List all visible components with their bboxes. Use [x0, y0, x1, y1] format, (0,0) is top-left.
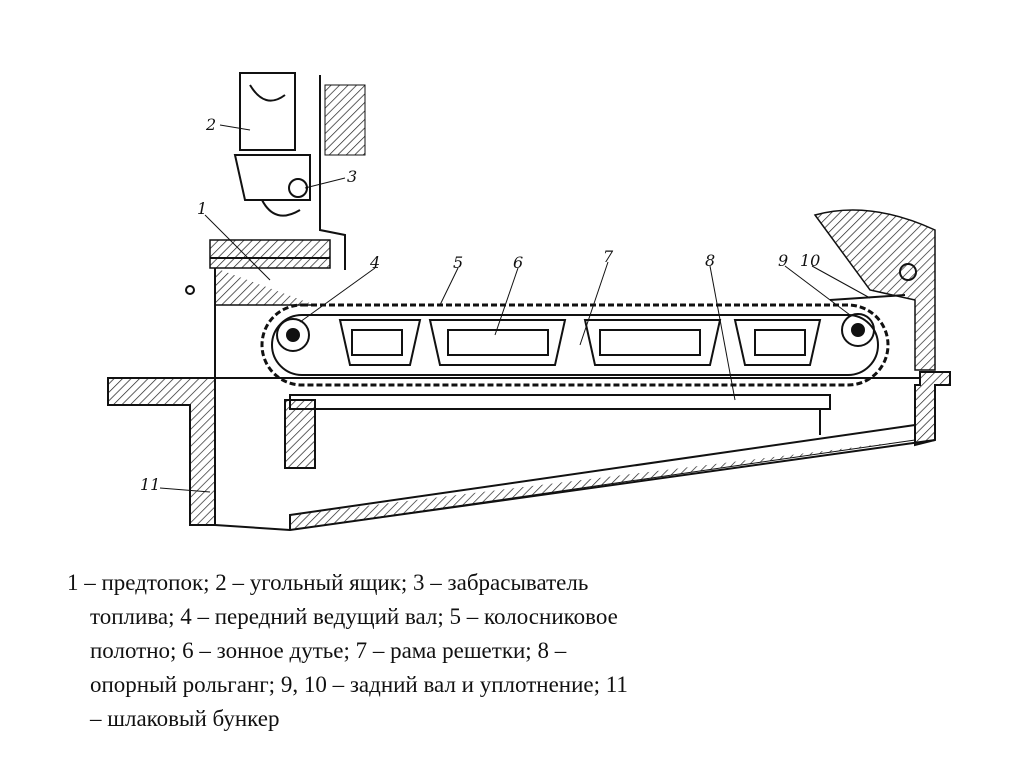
grate-belt-inner [271, 314, 879, 376]
label-5: 5 [453, 253, 463, 272]
caption-line: полотно; 6 – зонное дутье; 7 – рама реше… [90, 638, 567, 663]
label-4: 4 [369, 253, 380, 272]
caption-line: опорный рольганг; 9, 10 – задний вал и у… [90, 672, 628, 697]
support-pillar [284, 399, 316, 469]
label-3: 3 [347, 167, 357, 186]
diagram-caption: 1 – предтопок; 2 – угольный ящик; 3 – за… [67, 566, 867, 736]
label-7: 7 [603, 247, 614, 266]
chain-grate-stoker-diagram: 1 2 3 4 5 6 7 8 9 10 11 [107, 72, 951, 532]
foundation-left [107, 377, 216, 526]
label-8: 8 [705, 251, 715, 270]
fuel-spreader [233, 154, 311, 201]
air-zones [338, 319, 822, 366]
label-6: 6 [513, 253, 523, 272]
pre-furnace [209, 239, 331, 306]
label-10: 10 [800, 251, 820, 270]
front-shaft [276, 318, 310, 352]
grate-belt-outer [260, 303, 890, 387]
label-2: 2 [205, 115, 216, 134]
label-11: 11 [140, 475, 160, 494]
label-9: 9 [778, 251, 788, 270]
support-rollers [289, 394, 831, 410]
caption-line: топлива; 4 – передний ведущий вал; 5 – к… [90, 604, 618, 629]
rear-seal [813, 209, 936, 371]
rear-shaft [841, 313, 875, 347]
coal-box [239, 72, 296, 151]
caption-line: 1 – предтопок; 2 – угольный ящик; 3 – за… [67, 570, 589, 595]
caption-line: – шлаковый бункер [90, 706, 280, 731]
foundation-right [914, 371, 951, 447]
label-1: 1 [197, 199, 207, 218]
